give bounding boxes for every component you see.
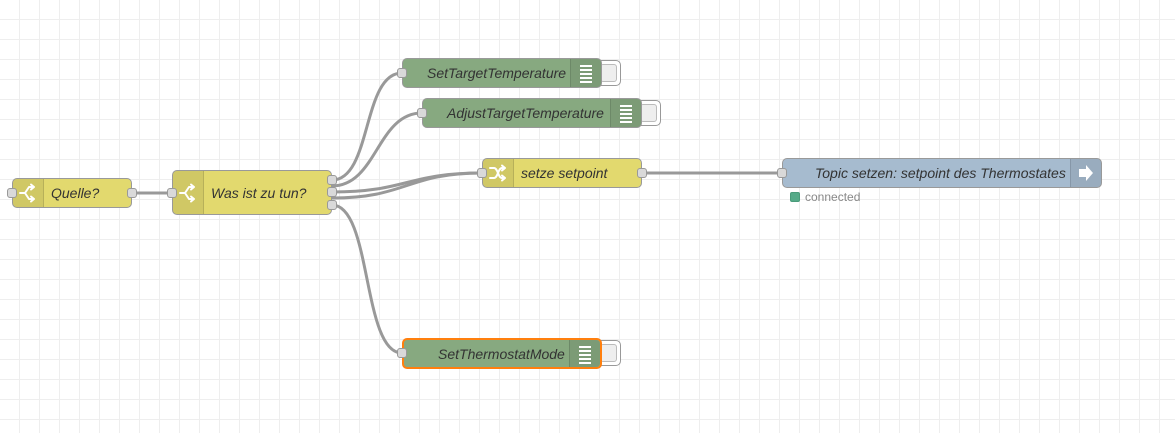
wire-was-ist-zu-tun-to-adjust-target-temperature[interactable] (331, 111, 423, 188)
shuffle-icon (489, 164, 506, 182)
node-topic-setzen[interactable]: Topic setzen: setpoint des Thermostates (782, 158, 1102, 188)
switch-icon (19, 183, 35, 203)
node-adjust-target-temperature-input-port[interactable] (417, 108, 427, 118)
node-was-ist-zu-tun[interactable]: Was ist zu tun? (172, 170, 332, 215)
node-quelle-input-port[interactable] (7, 188, 17, 198)
node-topic-setzen-icon-box (1070, 159, 1101, 187)
node-set-thermostat-mode-icon-box (569, 340, 600, 367)
node-set-target-temperature-label: SetTargetTemperature (427, 65, 567, 81)
node-adjust-target-temperature[interactable]: AdjustTargetTemperature (422, 98, 642, 128)
node-topic-setzen-input-port[interactable] (777, 168, 787, 178)
node-setze-setpoint-icon-box (483, 159, 514, 187)
wire-was-ist-zu-tun-to-setze-setpoint-2[interactable] (331, 171, 483, 200)
bridge-out-icon (1079, 165, 1093, 181)
debug-list-icon (580, 65, 592, 83)
wire-was-ist-zu-tun-to-set-thermostat-mode[interactable] (331, 203, 403, 355)
node-set-thermostat-mode-label: SetThermostatMode (438, 345, 565, 362)
node-set-thermostat-mode-input-port[interactable] (397, 348, 407, 358)
node-setze-setpoint-label: setze setpoint (521, 165, 608, 181)
status-dot-icon (790, 192, 800, 202)
wire-was-ist-zu-tun-to-setze-setpoint-1[interactable] (331, 171, 483, 194)
node-was-ist-zu-tun-icon-box (173, 171, 204, 214)
node-topic-setzen-status-text: connected (805, 190, 861, 204)
node-topic-setzen-label: Topic setzen: setpoint des Thermostates (815, 165, 1066, 181)
node-set-thermostat-mode[interactable]: SetThermostatMode (402, 338, 602, 369)
switch-icon (179, 183, 195, 202)
node-set-target-temperature[interactable]: SetTargetTemperature (402, 58, 602, 88)
node-was-ist-zu-tun-output-port-3[interactable] (327, 200, 337, 210)
node-adjust-target-temperature-label: AdjustTargetTemperature (447, 105, 604, 121)
node-setze-setpoint[interactable]: setze setpoint (482, 158, 642, 188)
debug-list-icon (579, 345, 591, 364)
node-was-ist-zu-tun-output-port-1[interactable] (327, 175, 337, 185)
node-was-ist-zu-tun-label: Was ist zu tun? (211, 184, 307, 201)
node-quelle-output-port[interactable] (127, 188, 137, 198)
node-was-ist-zu-tun-output-port-2[interactable] (327, 187, 337, 197)
node-setze-setpoint-input-port[interactable] (477, 168, 487, 178)
node-set-target-temperature-icon-box (570, 59, 601, 87)
node-was-ist-zu-tun-input-port[interactable] (167, 188, 177, 198)
node-quelle-label: Quelle? (51, 185, 100, 201)
node-set-target-temperature-input-port[interactable] (397, 68, 407, 78)
debug-list-icon (620, 105, 632, 123)
wire-was-ist-zu-tun-to-set-target-temperature[interactable] (331, 71, 403, 182)
node-quelle-icon-box (13, 179, 44, 207)
node-setze-setpoint-output-port[interactable] (637, 168, 647, 178)
node-quelle[interactable]: Quelle? (12, 178, 132, 208)
node-topic-setzen-status: connected (790, 190, 860, 204)
node-adjust-target-temperature-icon-box (610, 99, 641, 127)
